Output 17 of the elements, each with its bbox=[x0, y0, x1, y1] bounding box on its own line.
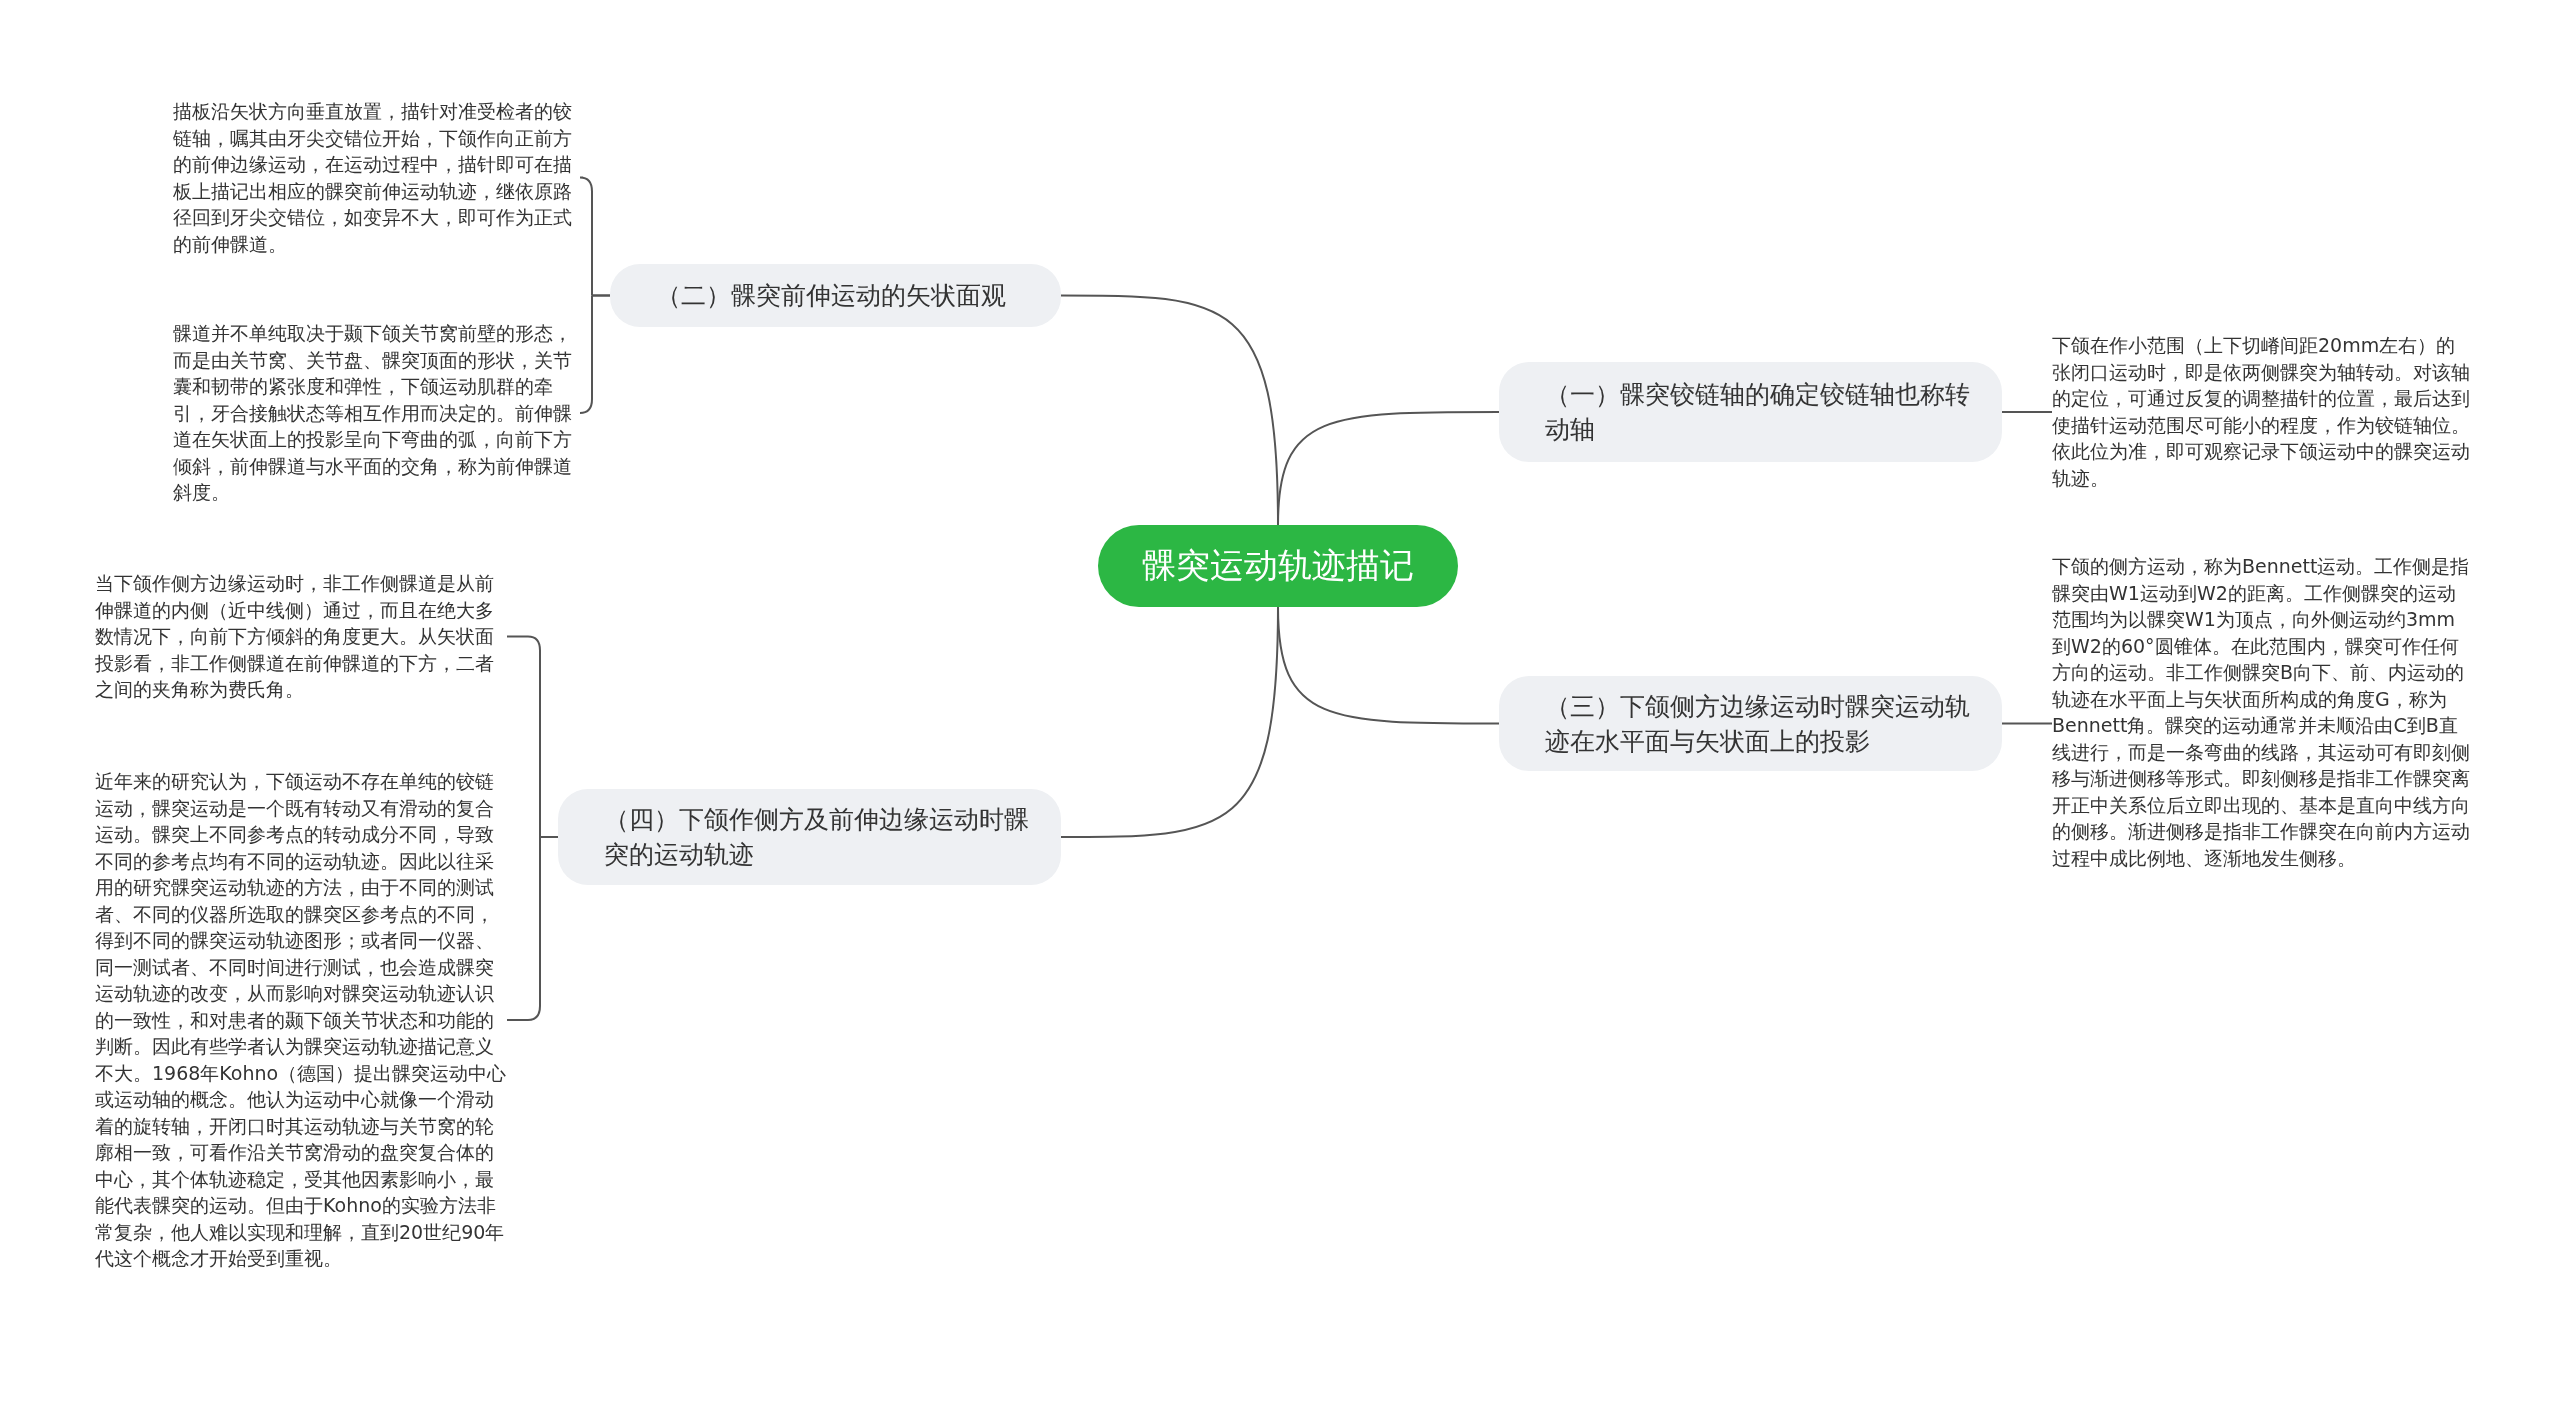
topic-box: （三）下颌侧方边缘运动时髁突运动轨迹在水平面与矢状面上的投影 bbox=[1499, 676, 2002, 771]
topic-box: （四）下颌作侧方及前伸边缘运动时髁突的运动轨迹 bbox=[558, 789, 1061, 885]
connector-line bbox=[1277, 411, 1500, 526]
note-text: 近年来的研究认为，下颌运动不存在单纯的铰链运动，髁突运动是一个既有转动又有滑动的复合运动。髁突上不同参考点的转动成分不同，导致不同的参考点均有不同的运动轨迹。因此以往采用的研究髁突运动轨迹的方法，由于不同的测试者、不同的仪器所选取的髁突区参考点的不同，得到不同的髁突运动轨迹图形；或者同一仪器、同一测试者、不同时间进行测试，也会造成髁突运动轨迹的改变，从而影响对髁突运动轨迹认识的一致性，和对患者的颞下颌关节状态和功能的判断。因此有些学者认为髁突运动轨迹描记意义不大。1968年Kohno（德国）提出髁突运动中心或运动轴的概念。他认为运动中心就像一个滑动着的旋转轴，开闭口时其运动轨迹与关节窝的轮廓相一致，可看作沿关节窝滑动的盘突复合体的中心，其个体轨迹稳定，受其他因素影响小，最能代表髁突的运动。但由于Kohno的实验方法非常复杂，他人难以实现和理解，直到20世纪90年代这个概念才开始受到重视。 bbox=[95, 768, 511, 1272]
note-text: 下颌的侧方运动，称为Bennett运动。工作侧是指髁突由W1运动到W2的距离。工作侧髁突的运动范围均为以髁突W1为顶点，向外侧运动约3mm到W2的60°圆锥体。在此范围内，髁突可作任何方向的运动。非工作侧髁突B向下、前、内运动的轨迹在水平面上与矢状面所构成的角度G，称为Bennett角。髁突的运动通常并未顺沿由C到B直线进行，而是一条弯曲的线路，其运动可有即刻侧移与渐进侧移等形式。即刻侧移是指非工作髁突离开正中关系位后立即出现的、基本是直向中线方向的侧移。渐进侧移是指非工作髁突在向前内方运动过程中成比例地、逐渐地发生侧移。 bbox=[2052, 553, 2470, 871]
topic-box: （二）髁突前伸运动的矢状面观 bbox=[610, 264, 1061, 327]
topic-box: （一）髁突铰链轴的确定铰链轴也称转动轴 bbox=[1499, 362, 2002, 462]
connector-line bbox=[1060, 606, 1279, 838]
note-text: 当下颌作侧方边缘运动时，非工作侧髁道是从前伸髁道的内侧（近中线侧）通过，而且在绝大多数情况下，向前下方倾斜的角度更大。从矢状面投影看，非工作侧髁道在前伸髁道的下方，二者之间的夹角称为费氏角。 bbox=[95, 570, 511, 703]
connector-line bbox=[2001, 411, 2053, 413]
connector-line bbox=[579, 294, 611, 414]
central-topic: 髁突运动轨迹描记 bbox=[1098, 525, 1458, 607]
connector-line bbox=[506, 836, 559, 1021]
note-text: 髁道并不单纯取决于颞下颌关节窝前壁的形态，而是由关节窝、关节盘、髁突顶面的形状，关节囊和韧带的紧张度和弹性，下颌运动肌群的牵引，牙合接触状态等相互作用而决定的。前伸髁道在矢状面上的投影呈向下弯曲的弧，向前下方倾斜，前伸髁道与水平面的交角，称为前伸髁道斜度。 bbox=[173, 320, 587, 506]
note-text: 下颌在作小范围（上下切嵴间距20mm左右）的张闭口运动时，即是依两侧髁突为轴转动。对该轴的定位，可通过反复的调整描针的位置，最后达到使描针运动范围尽可能小的程度，作为铰链轴位。依此位为准，即可观察记录下颌运动中的髁突运动轨迹。 bbox=[2052, 332, 2470, 491]
note-text: 描板沿矢状方向垂直放置，描针对准受检者的铰链轴，嘱其由牙尖交错位开始，下颌作向正前方的前伸边缘运动，在运动过程中，描针即可在描板上描记出相应的髁突前伸运动轨迹，继依原路径回到牙尖交错位，如变异不大，即可作为正式的前伸髁道。 bbox=[173, 98, 587, 257]
connector-line bbox=[2001, 722, 2053, 725]
